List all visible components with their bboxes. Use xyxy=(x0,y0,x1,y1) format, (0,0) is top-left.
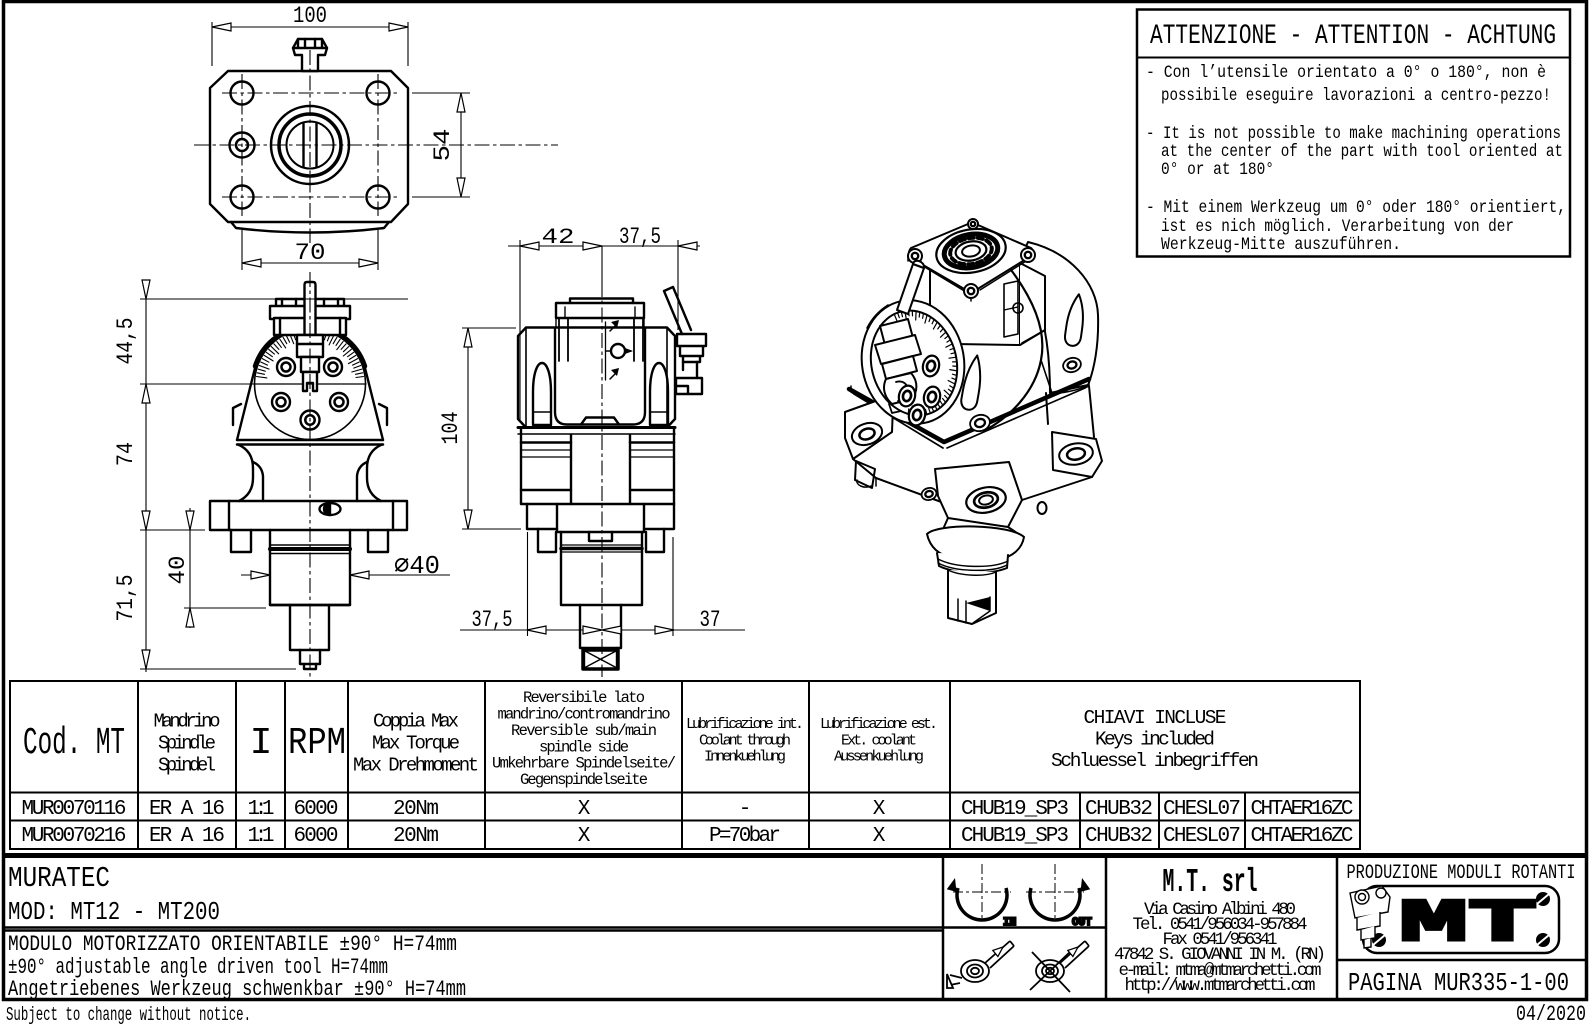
svg-text:at the center of the part with: at the center of the part with tool orie… xyxy=(1161,142,1563,162)
svg-text:47842 S. GIOVANNI IN M. (RN): 47842 S. GIOVANNI IN M. (RN) xyxy=(1114,945,1326,965)
svg-text:1:1: 1:1 xyxy=(248,798,275,821)
svg-text:MUR0070116: MUR0070116 xyxy=(22,798,127,821)
svg-text:CHUB32: CHUB32 xyxy=(1085,798,1153,821)
svg-text:CHUB19_SP3: CHUB19_SP3 xyxy=(961,825,1069,848)
svg-text:100: 100 xyxy=(293,3,327,29)
svg-text:Cod. MT: Cod. MT xyxy=(23,722,125,765)
svg-text:71,5: 71,5 xyxy=(113,575,139,622)
svg-text:X: X xyxy=(578,825,591,848)
svg-text:P=70bar: P=70bar xyxy=(709,825,781,848)
svg-text:ATTENZIONE - ATTENTION - ACHTU: ATTENZIONE - ATTENTION - ACHTUNG xyxy=(1150,21,1556,52)
svg-text:X: X xyxy=(578,798,591,821)
svg-text:6000: 6000 xyxy=(294,825,339,848)
svg-text:Umkehrbare Spindelseite/: Umkehrbare Spindelseite/ xyxy=(492,755,676,773)
svg-text:0° or at 180°: 0° or at 180° xyxy=(1161,160,1274,180)
svg-text:ER A 16: ER A 16 xyxy=(149,825,225,848)
svg-text:Reversibile lato: Reversibile lato xyxy=(523,689,645,707)
svg-text:CHESL07: CHESL07 xyxy=(1163,825,1241,848)
svg-text:e-mail: mtma@mtmarchetti.com: e-mail: mtma@mtmarchetti.com xyxy=(1119,961,1322,981)
svg-text:spindle side: spindle side xyxy=(539,738,629,756)
svg-text:70: 70 xyxy=(295,240,326,266)
svg-text:54: 54 xyxy=(430,129,456,162)
svg-text:37: 37 xyxy=(700,607,721,633)
svg-text:possibile eseguire lavorazioni: possibile eseguire lavorazioni a centro-… xyxy=(1161,86,1551,106)
svg-text:X: X xyxy=(873,798,886,821)
svg-text:Mandrino: Mandrino xyxy=(154,711,221,733)
svg-text:PRODUZIONE MODULI ROTANTI: PRODUZIONE MODULI ROTANTI xyxy=(1347,862,1576,885)
svg-text:Tel. 0541/956034-957884: Tel. 0541/956034-957884 xyxy=(1133,915,1308,935)
svg-text:mandrino/contromandrino: mandrino/contromandrino xyxy=(498,706,671,724)
svg-text:Coolant through: Coolant through xyxy=(699,733,791,750)
svg-text:Angetriebenes Werkzeug schwenk: Angetriebenes Werkzeug schwenkbar ±90° H… xyxy=(8,977,466,1002)
svg-text:Ext. coolant: Ext. coolant xyxy=(841,733,917,750)
svg-text:Innenkuehlung: Innenkuehlung xyxy=(704,749,786,766)
svg-text:37,5: 37,5 xyxy=(472,607,513,633)
svg-text:Max Torque: Max Torque xyxy=(372,733,460,755)
svg-text:- Mit einem Werkzeug um 0° ode: - Mit einem Werkzeug um 0° oder 180° ori… xyxy=(1146,198,1566,218)
svg-text:ist es nich möglich. Verarbeit: ist es nich möglich. Verarbeitung von de… xyxy=(1161,217,1514,237)
svg-text:CHIAVI INCLUSE: CHIAVI INCLUSE xyxy=(1084,707,1227,729)
svg-text:ER A 16: ER A 16 xyxy=(149,798,225,821)
svg-text:Gegenspindelseite: Gegenspindelseite xyxy=(520,771,648,789)
svg-text:42: 42 xyxy=(542,225,575,250)
svg-text:Spindle: Spindle xyxy=(158,733,216,755)
svg-text:http://www.mtmarchetti.com: http://www.mtmarchetti.com xyxy=(1125,976,1316,996)
svg-text:Max Drehmoment: Max Drehmoment xyxy=(353,755,479,777)
svg-text:44,5: 44,5 xyxy=(113,318,139,365)
svg-text:X: X xyxy=(873,825,886,848)
svg-text:40: 40 xyxy=(165,556,191,585)
svg-text:MURATEC: MURATEC xyxy=(8,862,110,895)
svg-text:CHTAER16ZC: CHTAER16ZC xyxy=(1251,798,1354,821)
svg-text:6000: 6000 xyxy=(294,798,339,821)
svg-text:PAGINA MUR335-1-00: PAGINA MUR335-1-00 xyxy=(1348,968,1569,998)
svg-text:Lubrificazione int.: Lubrificazione int. xyxy=(686,716,804,733)
svg-text:Subject to change without noti: Subject to change without notice. xyxy=(6,1004,251,1026)
svg-text:CHUB19_SP3: CHUB19_SP3 xyxy=(961,798,1069,821)
svg-text:Fax 0541/956341: Fax 0541/956341 xyxy=(1163,930,1278,950)
svg-text:I: I xyxy=(250,722,273,765)
svg-text:Lubrificazione est.: Lubrificazione est. xyxy=(820,716,938,733)
svg-text:CHESL07: CHESL07 xyxy=(1163,798,1241,821)
svg-text:Via Casino Albini 480: Via Casino Albini 480 xyxy=(1144,900,1296,920)
svg-text:±90° adjustable angle driven t: ±90° adjustable angle driven tool H=74mm xyxy=(8,955,388,980)
svg-text:- It is not possible to make m: - It is not possible to make machining o… xyxy=(1146,124,1561,144)
svg-text:∅40: ∅40 xyxy=(394,551,440,581)
svg-text:MODULO MOTORIZZATO ORIENTABILE: MODULO MOTORIZZATO ORIENTABILE ±90° H=74… xyxy=(8,932,457,957)
svg-text:04/2020: 04/2020 xyxy=(1516,1002,1586,1026)
svg-text:MT: MT xyxy=(1399,891,1537,959)
svg-text:-: - xyxy=(739,798,752,821)
svg-text:Aussenkuehlung: Aussenkuehlung xyxy=(834,749,924,766)
svg-text:MUR0070216: MUR0070216 xyxy=(22,825,127,848)
svg-text:OUT: OUT xyxy=(1072,917,1092,929)
svg-text:M.T. srl: M.T. srl xyxy=(1163,864,1258,901)
svg-text:Schluessel inbegriffen: Schluessel inbegriffen xyxy=(1051,750,1259,772)
svg-text:Werkzeug-Mitte auszuführen.: Werkzeug-Mitte auszuführen. xyxy=(1161,235,1401,255)
svg-text:CHUB32: CHUB32 xyxy=(1085,825,1153,848)
svg-text:37,5: 37,5 xyxy=(619,224,661,250)
svg-text:Coppia Max: Coppia Max xyxy=(373,711,459,733)
svg-text:CHTAER16ZC: CHTAER16ZC xyxy=(1251,825,1354,848)
svg-text:20Nm: 20Nm xyxy=(393,798,439,821)
svg-text:- Con l’utensile orientato a 0: - Con l’utensile orientato a 0° o 180°, … xyxy=(1146,63,1546,83)
svg-text:RPM: RPM xyxy=(288,722,346,765)
svg-text:20Nm: 20Nm xyxy=(393,825,439,848)
svg-text:74: 74 xyxy=(113,442,139,466)
svg-text:104: 104 xyxy=(438,412,464,445)
svg-text:Reversible sub/main: Reversible sub/main xyxy=(511,722,657,740)
svg-text:1:1: 1:1 xyxy=(248,825,275,848)
svg-text:IN: IN xyxy=(1003,917,1016,929)
svg-text:Spindel: Spindel xyxy=(158,755,216,777)
svg-text:Keys included: Keys included xyxy=(1095,729,1215,751)
svg-text:MOD: MT12 - MT200: MOD: MT12 - MT200 xyxy=(8,897,220,927)
